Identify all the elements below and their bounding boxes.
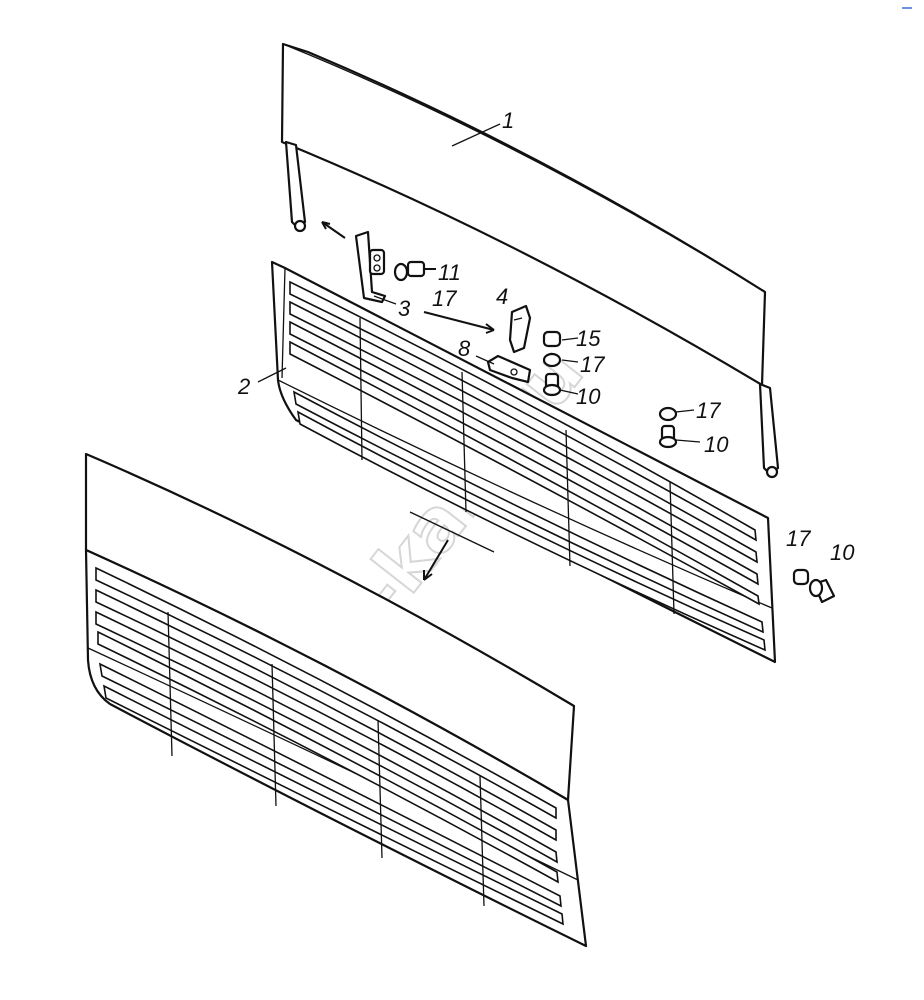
callout-17-c: 17 <box>696 398 721 423</box>
arrow-left-leg <box>321 221 346 239</box>
upper-assembly <box>270 42 836 664</box>
part-8-bracket <box>486 354 532 384</box>
callout-1: 1 <box>502 108 514 133</box>
callout-17-b: 17 <box>580 352 605 377</box>
arrow-to-clip <box>423 311 495 331</box>
callout-2: 2 <box>237 374 250 399</box>
callout-4: 4 <box>496 284 508 309</box>
grille-slots-lower <box>292 390 766 652</box>
callout-8: 8 <box>458 336 471 361</box>
assembly-arrow <box>409 511 495 581</box>
fastener-right-17-10 <box>658 406 678 449</box>
part-2-grille <box>270 260 777 664</box>
callout-17-a: 17 <box>432 286 457 311</box>
callout-labels: 1 2 3 4 8 10 10 10 11 15 17 17 17 17 <box>237 108 855 565</box>
part-1-cover-panel <box>280 42 780 479</box>
fastener-stack-15-17-10 <box>542 330 562 397</box>
fastener-far-right-17-10 <box>792 568 836 604</box>
grille-slots-upper <box>289 280 760 606</box>
callout-17-d: 17 <box>786 526 811 551</box>
lower-grille-slots <box>95 566 564 926</box>
fastener-11-17 <box>393 260 436 282</box>
callout-15: 15 <box>576 326 601 351</box>
callout-11: 11 <box>438 260 461 285</box>
callout-10-a: 10 <box>576 384 601 409</box>
callout-3: 3 <box>398 296 411 321</box>
leader-lines <box>257 123 701 443</box>
part-4-clip <box>508 304 532 354</box>
part-3-latch <box>354 230 387 304</box>
callout-10-c: 10 <box>830 540 855 565</box>
lower-assembly <box>84 452 588 948</box>
callout-10-b: 10 <box>704 432 729 457</box>
